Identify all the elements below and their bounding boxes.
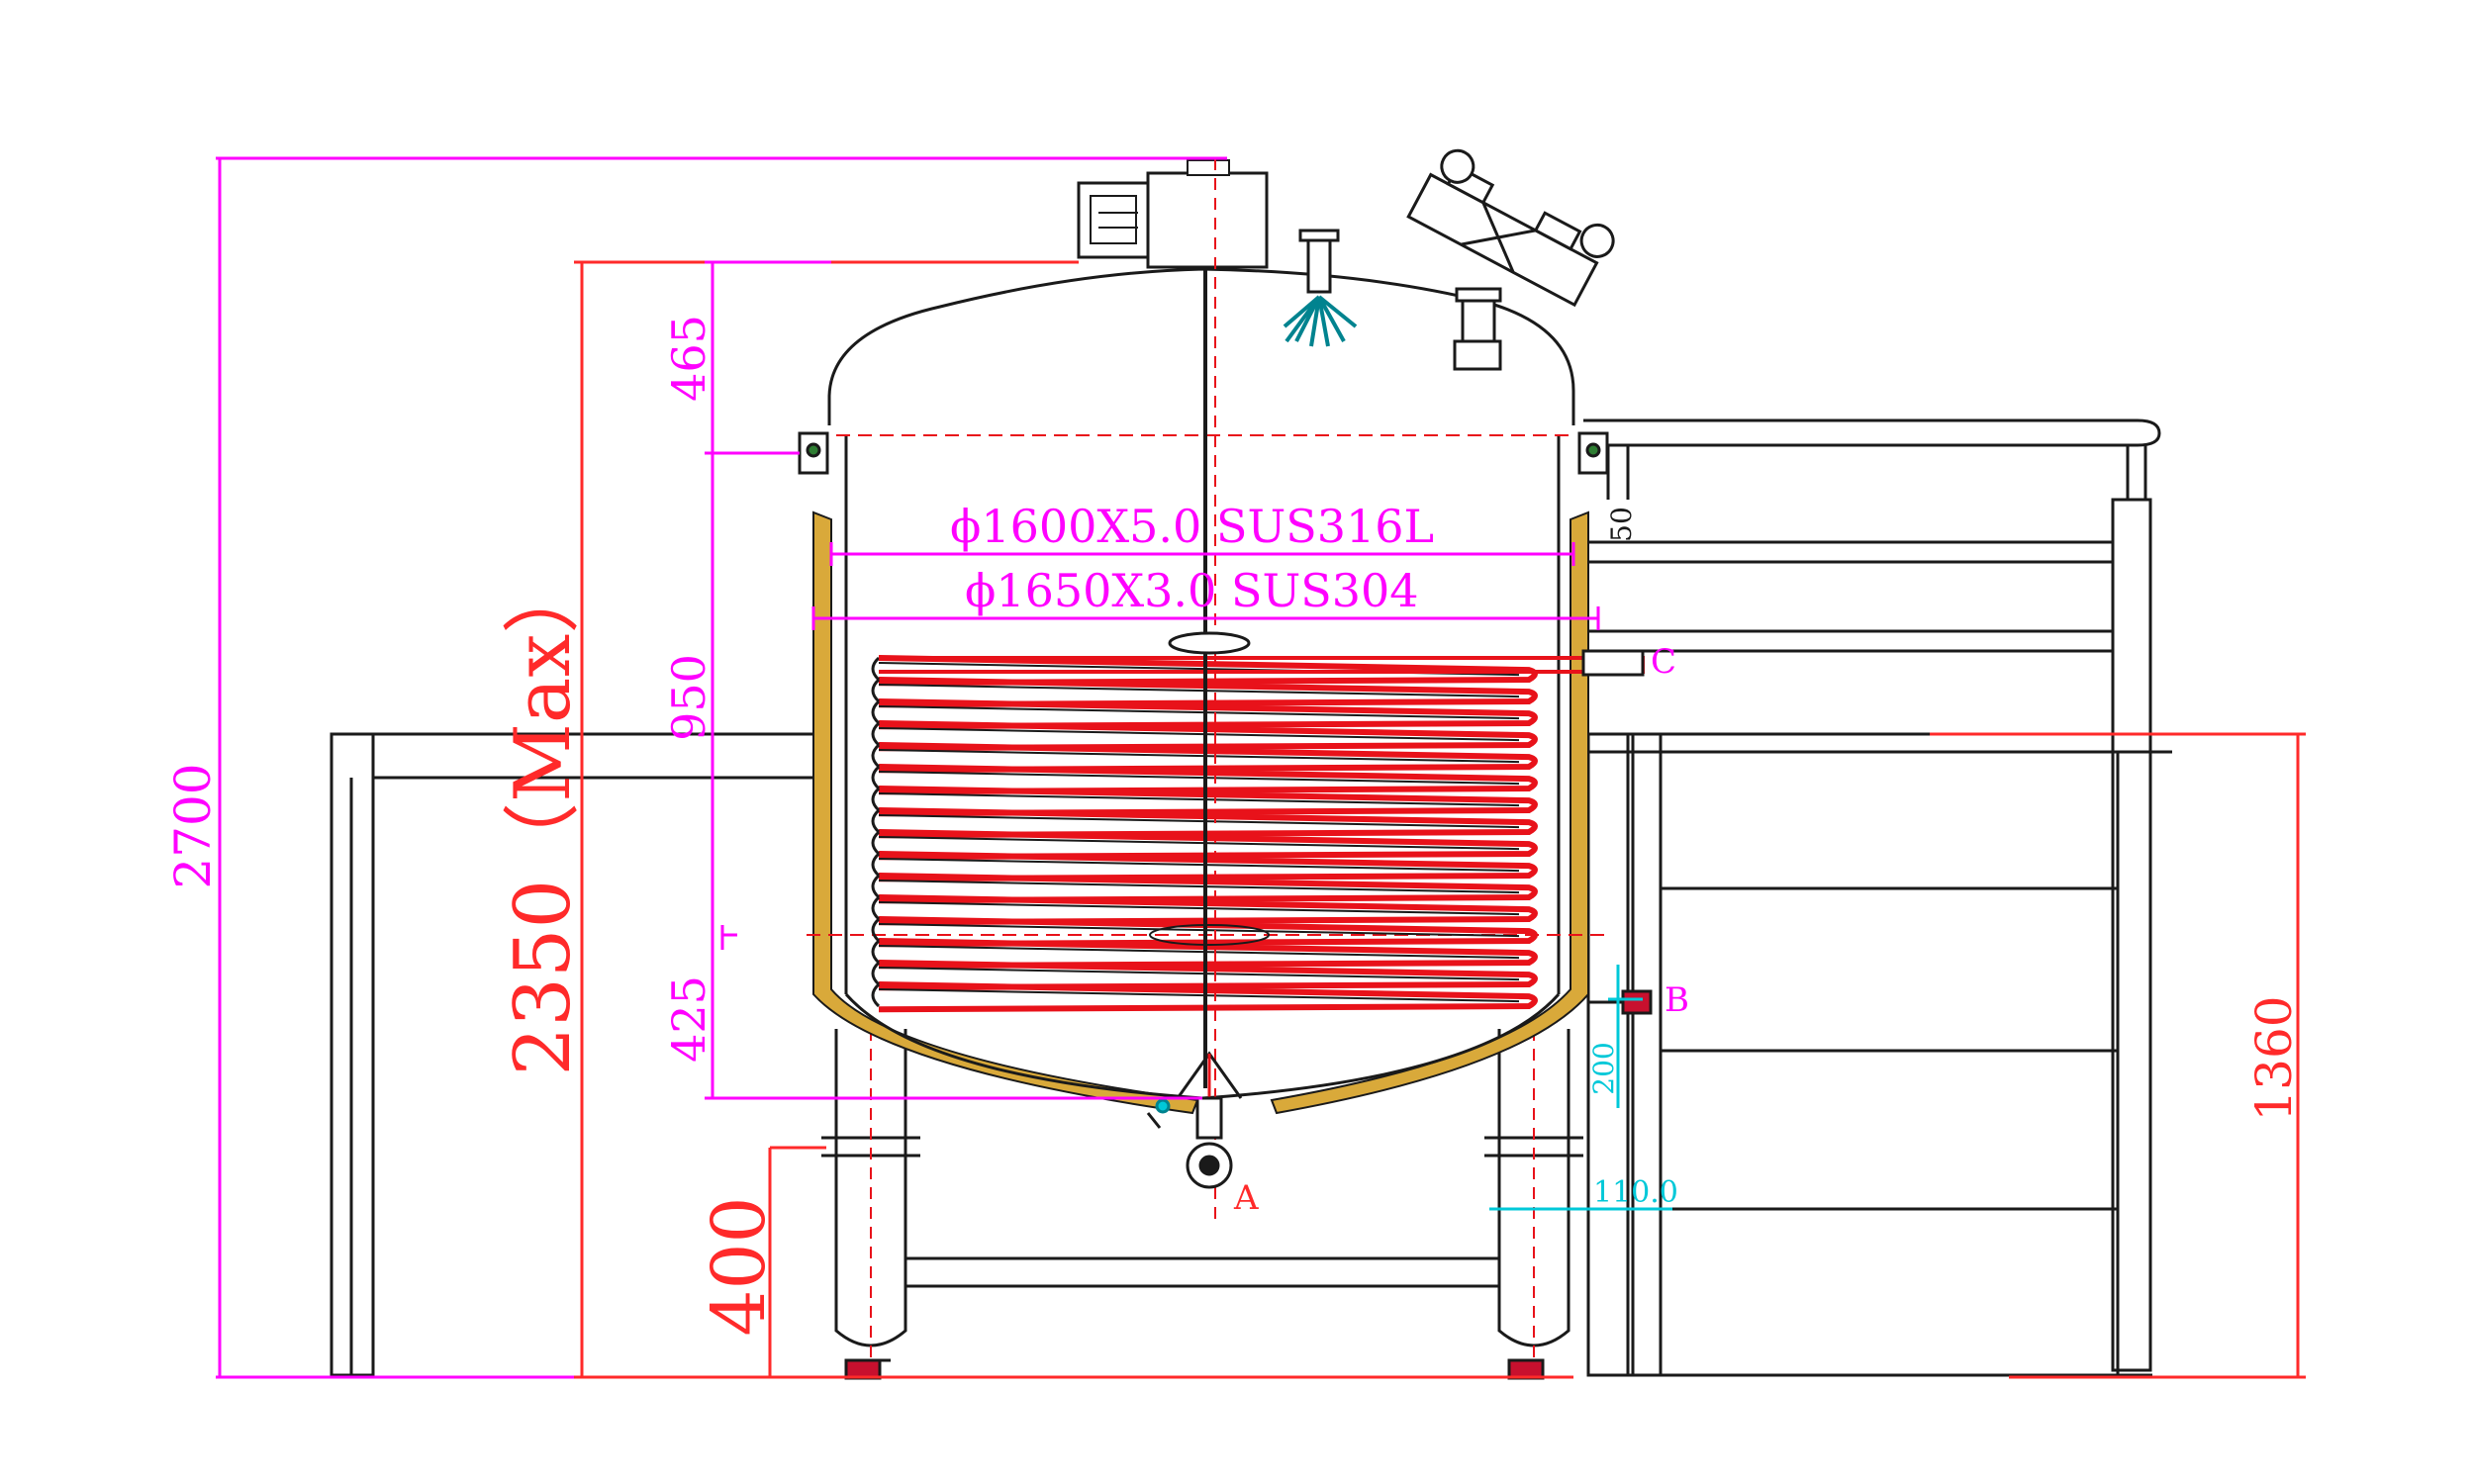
coil-turn: [878, 916, 1538, 948]
coil-bend: [871, 982, 881, 1008]
dim-label-465: 465: [662, 315, 715, 402]
coil-turn-outline: [878, 705, 1520, 720]
coil-turn: [878, 938, 1538, 970]
dim-label-425: 425: [662, 975, 715, 1063]
dim-label-2700: 2700: [164, 763, 222, 888]
coil-turn-outline: [878, 771, 1520, 786]
coil-turn: [878, 829, 1538, 861]
coil-bend: [871, 939, 881, 965]
dim-label-950: 950: [662, 654, 715, 741]
coil-turn: [878, 873, 1538, 904]
top-nozzles: [1283, 148, 1615, 371]
nozzle-label-a: A: [1233, 1178, 1259, 1218]
coil-bend: [871, 656, 881, 682]
dimension-diameters: [811, 542, 1600, 630]
coil-turn-outline: [878, 923, 1520, 938]
nozzle-label-c: C: [1651, 642, 1676, 682]
left-work-table: [330, 732, 821, 1377]
dimension-sections: [705, 260, 1202, 1100]
coil-bend: [871, 895, 881, 921]
coil-turn-outline: [878, 967, 1520, 981]
right-platform-frame: [1583, 418, 2172, 1377]
coil-bend: [871, 961, 881, 986]
coil-bend: [871, 830, 881, 856]
coil-turn: [878, 677, 1538, 708]
coil-bend: [871, 808, 881, 834]
coil-bend: [871, 917, 881, 943]
coil-bend: [871, 699, 881, 725]
coil-bend: [871, 743, 881, 769]
spec-inner-shell: ϕ1600X5.0 SUS316L: [950, 500, 1434, 553]
coil-turn: [878, 981, 1538, 1013]
dim-label-200: 200: [1587, 1042, 1620, 1094]
tank-legs: [821, 1029, 1583, 1380]
spec-outer-jacket: ϕ1650X3.0 SUS304: [965, 564, 1419, 617]
dimension-outlet-b: [1489, 965, 1672, 1211]
coil-turn-outline: [878, 880, 1520, 894]
coil-turn-outline: [878, 836, 1520, 851]
dim-label-1360: 1360: [2245, 995, 2303, 1121]
dim-label-400: 400: [697, 1196, 782, 1336]
coil-turn-outline: [878, 792, 1520, 807]
heating-coil: [871, 655, 1645, 1013]
coil-turn: [878, 960, 1538, 991]
bottom-outlet-valve: [1146, 1096, 1233, 1189]
coil-turn-outline: [878, 814, 1520, 829]
coil-turn: [878, 894, 1538, 926]
coil-bend: [871, 787, 881, 812]
coil-turn-outline: [878, 749, 1520, 764]
dimension-leg-height: [768, 1146, 826, 1377]
coil-turn-outline: [878, 858, 1520, 873]
coil-turn: [878, 720, 1538, 752]
coil-bend: [871, 721, 881, 747]
coil-turn-outline: [878, 901, 1520, 916]
coil-turn-outline: [878, 727, 1520, 742]
coil-turn: [878, 698, 1538, 730]
coil-turn: [878, 851, 1538, 882]
side-nozzles: [1581, 649, 1653, 1015]
coil-turn-outline: [878, 945, 1520, 960]
coil-bend: [871, 874, 881, 899]
coil-bend: [871, 852, 881, 878]
coil-turn: [878, 764, 1538, 795]
dim-label-50: 50: [1605, 507, 1638, 542]
agitator-assembly: [1077, 158, 1270, 1227]
dimension-platform-height: [1930, 732, 2306, 1379]
coil-turn: [878, 786, 1538, 817]
coil-turn-outline: [878, 988, 1520, 1003]
coil-turn: [878, 742, 1538, 774]
coil-bend: [871, 765, 881, 790]
coil-turn-outline: [878, 684, 1520, 698]
dim-label-110: 110.0: [1593, 1175, 1678, 1210]
dim-label-2350-max: 2350（Max）: [499, 557, 588, 1076]
coil-bend: [871, 678, 881, 703]
nozzle-label-b: B: [1665, 980, 1689, 1020]
coil-turn: [878, 807, 1538, 839]
